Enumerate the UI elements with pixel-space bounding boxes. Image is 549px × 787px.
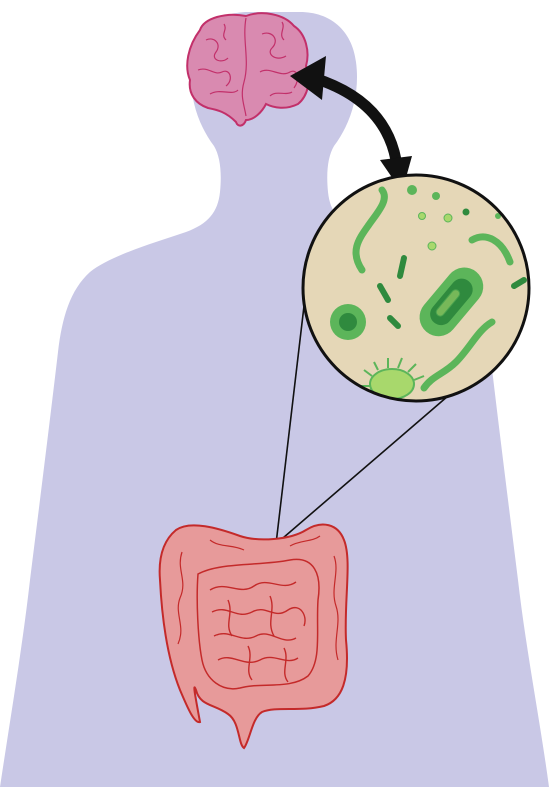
magnified-microbiome-icon bbox=[303, 175, 529, 401]
